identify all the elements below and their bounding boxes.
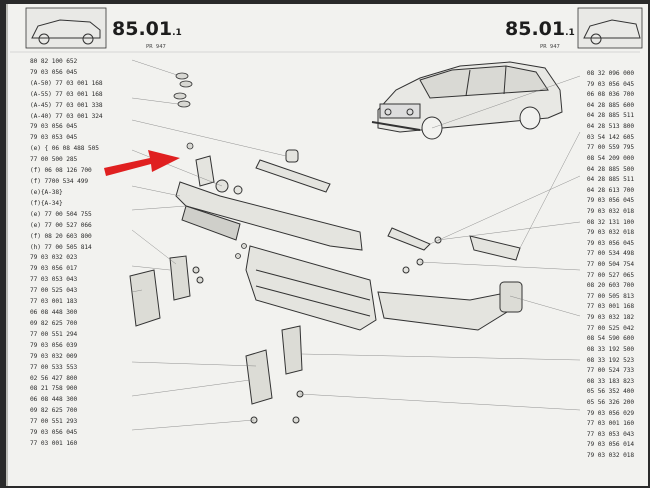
part-number-label: 79 03 056 045 xyxy=(586,197,634,205)
part-number-label: (A-50) 77 03 001 168 xyxy=(30,79,103,87)
part-number-label: (A-40) 77 03 001 324 xyxy=(30,112,103,120)
part-number-label: 79 03 056 045 xyxy=(30,68,78,76)
part-number-label: (f) 7700 534 499 xyxy=(30,178,89,186)
part-number-label: (f){A-34} xyxy=(30,199,63,207)
bumper-upper xyxy=(175,149,363,251)
overrider-left xyxy=(129,255,204,327)
part-number-label: 80 82 100 652 xyxy=(30,58,78,65)
part-number-label: 79 03 032 009 xyxy=(30,352,78,360)
page-number-right: 85.01.1 xyxy=(505,18,575,40)
part-number-label: 08 33 192 523 xyxy=(586,356,634,364)
part-number-label: 79 03 056 017 xyxy=(30,265,78,273)
fastener-group xyxy=(173,72,247,259)
part-number-label: 79 03 032 023 xyxy=(30,254,78,262)
part-number-label: 77 03 053 043 xyxy=(30,276,78,284)
part-number-label: 77 00 525 043 xyxy=(30,287,78,295)
part-number-label: 08 32 096 000 xyxy=(586,70,634,77)
part-number-label: 77 00 527 065 xyxy=(586,271,634,279)
part-number-label: (A-45) 77 03 001 338 xyxy=(30,101,103,109)
part-number-label: (f) 08 20 603 800 xyxy=(30,232,92,240)
bumper-lower xyxy=(245,245,377,331)
part-number-label: 77 00 504 754 xyxy=(586,261,634,268)
car-illustration xyxy=(371,61,563,140)
part-number-label: 79 03 056 029 xyxy=(586,409,634,417)
part-number-label: (e){A-38} xyxy=(30,188,63,196)
car-thumbnail-icon xyxy=(577,7,643,49)
part-number-label: 77 00 551 293 xyxy=(30,418,78,426)
bumper-right-section xyxy=(377,227,523,331)
part-number-label: 77 00 534 498 xyxy=(586,250,634,258)
part-number-label: 79 03 032 018 xyxy=(586,207,634,215)
part-number-label: 77 00 559 795 xyxy=(586,144,634,152)
part-number-label: 03 54 142 605 xyxy=(586,133,634,141)
part-number-label: 79 03 056 045 xyxy=(586,239,634,247)
part-number-label: 79 03 056 045 xyxy=(30,123,78,131)
part-number-label: 08 54 590 600 xyxy=(586,335,634,343)
ref-left: PR 947 xyxy=(146,44,166,50)
part-number-label: 05 56 326 200 xyxy=(586,398,634,406)
part-number-label: (e) { 06 08 488 505 xyxy=(30,145,99,153)
part-number-label: 77 03 001 160 xyxy=(30,440,78,447)
part-number-label: 08 20 603 700 xyxy=(586,282,634,290)
page-number-left: 85.01.1 xyxy=(112,18,182,40)
part-number-label: 04 28 885 511 xyxy=(586,176,634,184)
part-number-label: 77 00 524 733 xyxy=(586,367,634,375)
part-number-label: 04 28 885 511 xyxy=(586,112,634,120)
part-number-label: (h) 77 00 505 814 xyxy=(30,243,92,251)
part-number-label: 04 28 885 500 xyxy=(586,165,634,173)
part-number-label: 06 08 448 300 xyxy=(30,309,78,317)
part-number-label: 04 28 613 700 xyxy=(586,186,634,194)
part-number-label: (f) 06 08 126 700 xyxy=(30,167,92,175)
part-number-label: 79 03 032 018 xyxy=(586,452,634,459)
part-number-label: 79 03 056 045 xyxy=(586,80,634,88)
part-number-label: 04 28 885 600 xyxy=(586,101,634,109)
part-number-label: 08 54 209 000 xyxy=(586,154,634,162)
part-number-label: 09 82 625 700 xyxy=(30,407,78,415)
part-number-label: 08 33 183 823 xyxy=(586,377,634,385)
part-number-label: 77 03 001 168 xyxy=(586,303,634,311)
part-number-label: 79 03 032 018 xyxy=(586,229,634,237)
part-number-label: 77 00 505 813 xyxy=(586,292,634,300)
overrider-center xyxy=(245,325,304,424)
part-number-label: 77 00 525 042 xyxy=(586,324,634,332)
car-thumbnail-icon xyxy=(25,7,107,49)
part-number-label: 77 03 001 183 xyxy=(30,298,78,306)
part-number-label: 77 00 500 285 xyxy=(30,156,78,164)
part-number-label: 79 03 056 039 xyxy=(30,341,78,349)
ref-right: PR 947 xyxy=(540,44,560,50)
part-number-label: 77 00 533 553 xyxy=(30,363,78,371)
part-number-label: 06 08 448 300 xyxy=(30,396,78,404)
part-number-label: 77 03 053 043 xyxy=(586,430,634,438)
part-number-label: 04 28 513 800 xyxy=(586,123,634,131)
part-number-label: 79 03 032 182 xyxy=(586,314,634,322)
part-number-label: (e) 77 00 527 066 xyxy=(30,221,92,229)
part-number-label: 08 21 758 900 xyxy=(30,385,78,393)
part-number-label: 06 08 036 700 xyxy=(586,91,634,99)
part-number-label: 08 32 131 100 xyxy=(586,218,634,226)
red-arrow-icon xyxy=(104,150,180,176)
part-number-label: 79 03 056 045 xyxy=(30,429,78,437)
part-number-label: 77 03 001 160 xyxy=(586,420,634,428)
part-number-label: (e) 77 00 504 755 xyxy=(30,210,92,218)
part-number-label: 79 03 056 014 xyxy=(586,441,634,449)
part-number-label: 09 82 625 700 xyxy=(30,319,78,327)
part-number-label: 02 56 427 800 xyxy=(30,374,78,382)
part-number-label: 79 03 053 045 xyxy=(30,134,78,142)
part-number-label: 08 33 192 500 xyxy=(586,345,634,353)
part-number-label: (A-55) 77 03 001 168 xyxy=(30,90,103,98)
part-number-label: 05 56 352 400 xyxy=(586,388,634,396)
part-number-label: 77 00 551 294 xyxy=(30,330,78,338)
